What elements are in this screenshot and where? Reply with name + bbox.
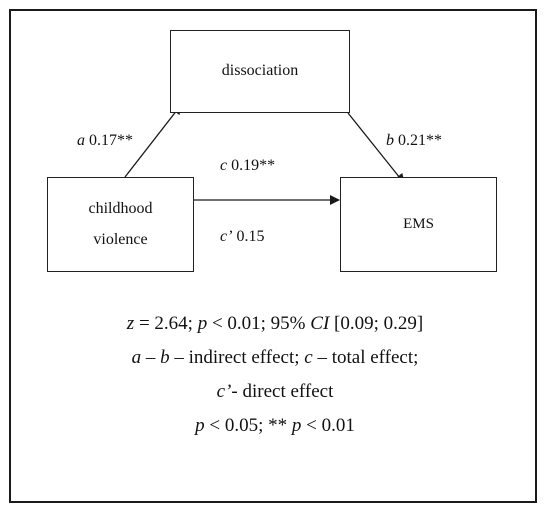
note-z-symbol: z: [126, 313, 135, 334]
note-p-value: < 0.01; 95%: [207, 313, 311, 334]
note-line-effects: a – b – indirect effect; c – total effec…: [9, 341, 541, 375]
node-childhood-label-line1: childhood: [88, 200, 153, 218]
node-dissociation: dissociation: [170, 30, 350, 113]
path-c-value: 0.19**: [227, 157, 276, 174]
path-a-value: 0.17**: [85, 132, 133, 149]
path-c-label: c 0.19**: [220, 157, 275, 175]
note-line-significance: p < 0.05; ** p < 0.01: [9, 409, 541, 443]
note-p1-symbol: p: [195, 415, 205, 436]
note-ci-value: [0.09; 0.29]: [329, 313, 424, 334]
note-a-symbol: a: [131, 347, 142, 368]
path-c-prime-symbol: c’: [220, 228, 233, 245]
note-ci-symbol: CI: [310, 313, 330, 334]
node-ems: EMS: [340, 177, 497, 272]
note-p-symbol: p: [197, 313, 208, 334]
path-c-symbol: c: [220, 157, 228, 174]
path-b-symbol: b: [386, 132, 394, 149]
note-indirect-text: – indirect effect;: [169, 347, 305, 368]
note-p2-value: < 0.01: [301, 415, 355, 436]
node-dissociation-label: dissociation: [221, 62, 299, 80]
note-total-text: – total effect;: [312, 347, 419, 368]
note-line-direct: c’- direct effect: [9, 375, 541, 409]
figure-frame: [9, 9, 537, 503]
note-z-value: = 2.64;: [134, 313, 198, 334]
note-direct-text: - direct effect: [231, 381, 334, 402]
note-p2-symbol: p: [291, 415, 302, 436]
path-a-symbol: a: [77, 132, 85, 149]
path-b-label: b 0.21**: [386, 132, 442, 150]
arrow-a: [124, 104, 182, 178]
note-p1-value: < 0.05; **: [204, 415, 292, 436]
note-dash: –: [141, 347, 161, 368]
note-c-prime-symbol: c’: [216, 381, 232, 402]
node-childhood-label-line2: violence: [93, 230, 148, 248]
arrow-b: [347, 112, 405, 184]
figure-notes: z = 2.64; p < 0.01; 95% CI [0.09; 0.29] …: [9, 307, 541, 443]
note-line-statistics: z = 2.64; p < 0.01; 95% CI [0.09; 0.29]: [9, 307, 541, 341]
node-childhood-violence: childhood violence: [47, 177, 194, 272]
node-ems-label: EMS: [403, 216, 434, 233]
note-b-symbol: b: [160, 347, 170, 368]
path-c-prime-value: 0.15: [232, 228, 265, 245]
path-b-value: 0.21**: [394, 132, 442, 149]
note-c-symbol: c: [304, 347, 313, 368]
path-c-prime-label: c’ 0.15: [220, 228, 264, 246]
path-a-label: a 0.17**: [77, 132, 133, 150]
